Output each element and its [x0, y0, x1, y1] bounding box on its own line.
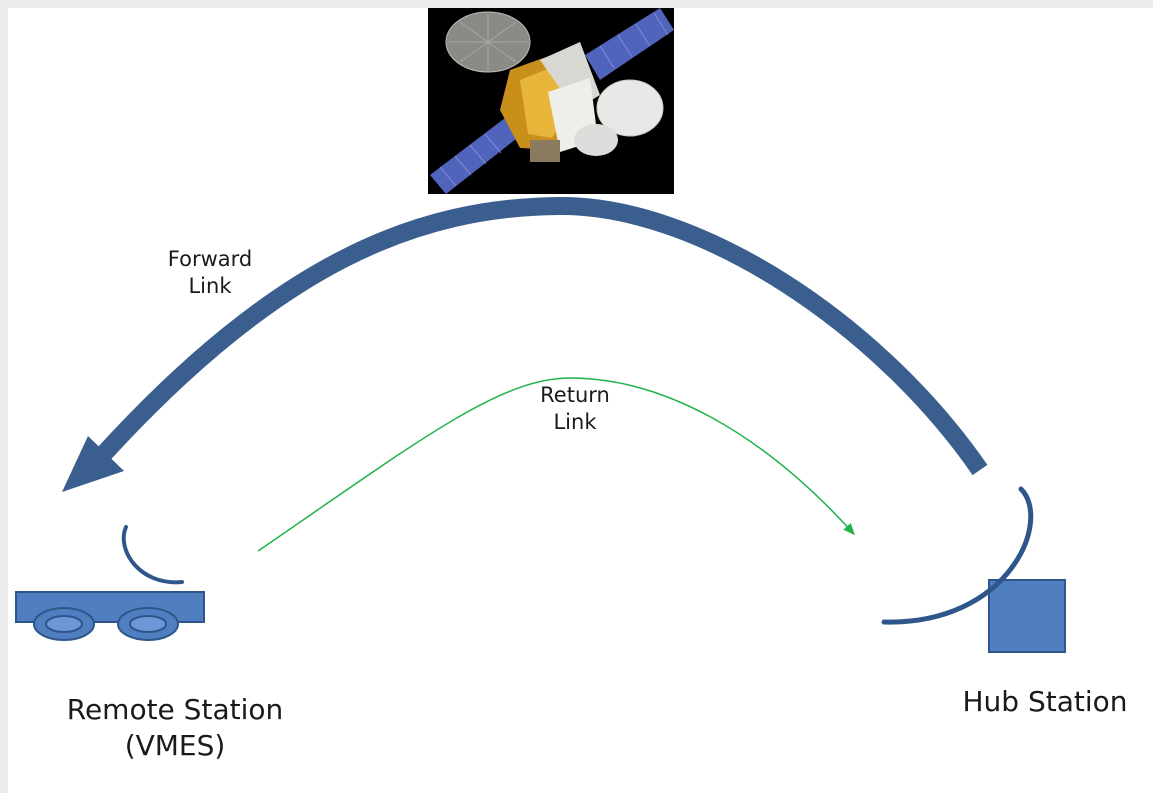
hub-station-label: Hub Station	[962, 685, 1128, 718]
remote-station-label-line2: (VMES)	[124, 729, 226, 763]
return-link-label: Return Link	[495, 382, 655, 437]
return-link-arrow	[257, 377, 856, 552]
remote-station-label-line1: Remote Station	[66, 693, 284, 726]
remote-station-label: Remote Station (VMES)	[40, 692, 310, 765]
forward-link-label-line2: Link	[188, 274, 232, 299]
vehicle-with-dish-icon	[15, 525, 205, 641]
forward-link-arrow	[62, 196, 988, 492]
forward-link-label: Forward Link	[130, 246, 290, 301]
dish-with-building-icon	[881, 486, 1066, 653]
return-link-label-line1: Return	[540, 383, 610, 407]
return-link-label-line2: Link	[553, 410, 597, 435]
forward-link-label-line1: Forward	[167, 247, 253, 271]
satellite-image	[428, 8, 674, 194]
